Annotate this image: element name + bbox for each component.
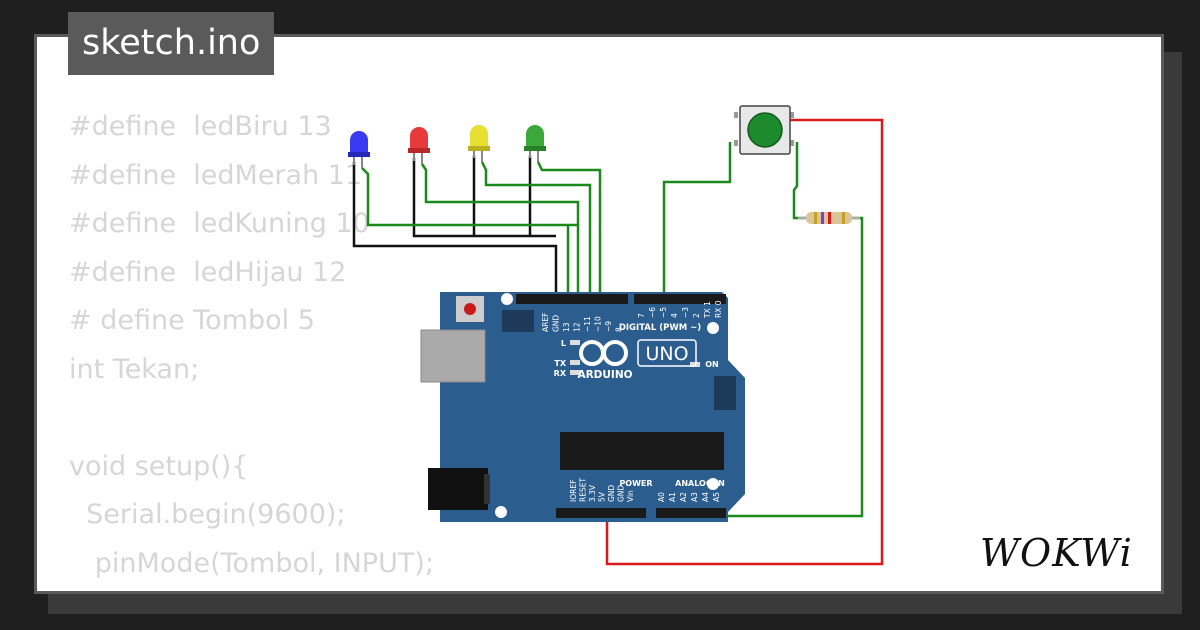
wire-button-resistor bbox=[792, 142, 810, 220]
power-jack bbox=[428, 468, 488, 510]
tx-label: TX bbox=[554, 359, 566, 368]
digital-label: DIGITAL (PWM ~) bbox=[619, 323, 701, 333]
code-line: #define ledBiru 13 bbox=[69, 111, 332, 142]
wire-red-anode bbox=[420, 163, 580, 225]
pin-label: 7 bbox=[637, 313, 646, 318]
code-line: # define Tombol 5 bbox=[69, 305, 315, 336]
pin-label: ~5 bbox=[659, 307, 668, 318]
pin-label: 4 bbox=[670, 313, 679, 318]
wire-black-blue bbox=[352, 162, 558, 298]
wire-yellow-anode bbox=[480, 161, 592, 298]
rx-label: RX bbox=[554, 369, 567, 378]
push-button[interactable] bbox=[734, 105, 794, 155]
pin-label: A2 bbox=[679, 492, 688, 502]
pin-label: GND bbox=[607, 485, 616, 502]
pin-label: AREF bbox=[541, 313, 550, 332]
atmega-chip bbox=[560, 432, 724, 470]
pin-label: 8 bbox=[615, 327, 624, 332]
pin-label: A5 bbox=[712, 492, 721, 502]
board-labels: UNO ARDUINO DIGITAL (PWM ~) POWER ANALOG… bbox=[554, 323, 725, 488]
analog-label: ANALOG IN bbox=[675, 479, 725, 488]
code-preview: #define ledBiru 13 #define ledMerah 11 #de… bbox=[69, 103, 463, 591]
code-line: #define ledMerah 11 bbox=[69, 159, 363, 191]
pin-label: GND bbox=[552, 315, 561, 332]
wire-green-anode bbox=[536, 161, 602, 298]
pin-label: A1 bbox=[668, 492, 677, 502]
l-label: L bbox=[561, 339, 566, 348]
wokwi-logo-text: WOKWi bbox=[980, 531, 1133, 575]
pin-label: ~10 bbox=[594, 316, 603, 332]
pin-label: 5V bbox=[598, 491, 607, 502]
code-line: #define ledKuning 10 bbox=[69, 208, 370, 239]
board-name: UNO bbox=[645, 343, 688, 365]
arduino-logo bbox=[579, 340, 628, 366]
pin-label: 12 bbox=[573, 322, 582, 332]
wire-black-red bbox=[412, 158, 556, 238]
wire-blue-anode bbox=[361, 167, 580, 298]
analog-header bbox=[656, 508, 726, 518]
pin-label: ~3 bbox=[681, 307, 690, 318]
digital-header-left bbox=[516, 294, 628, 304]
code-line: pinMode(Tombol, INPUT); bbox=[69, 547, 434, 579]
pin-label: 13 bbox=[562, 322, 571, 332]
pin-label: 2 bbox=[692, 313, 701, 318]
pin-label: ~11 bbox=[583, 316, 592, 332]
arduino-uno[interactable] bbox=[420, 292, 745, 522]
code-line: int Tekan; bbox=[69, 353, 200, 385]
power-label: POWER bbox=[619, 479, 652, 488]
wire-5v-red bbox=[605, 118, 884, 566]
pin-label: GND bbox=[617, 485, 626, 502]
project-title[interactable]: sketch.ino bbox=[68, 12, 275, 75]
power-header bbox=[556, 508, 646, 518]
usb-port bbox=[420, 329, 486, 383]
pin-label: A3 bbox=[690, 492, 699, 502]
pin-label: ~9 bbox=[604, 321, 613, 332]
on-label: ON bbox=[705, 360, 719, 369]
pin-label: A4 bbox=[701, 492, 710, 502]
pin-label: ~6 bbox=[648, 307, 657, 318]
pin-label: RESET bbox=[579, 478, 588, 502]
code-line: void setup(){ bbox=[69, 450, 249, 482]
code-line: #define ledHijau 12 bbox=[69, 256, 347, 288]
led-yellow[interactable] bbox=[468, 125, 490, 162]
code-line: Serial.begin(9600); bbox=[69, 499, 346, 530]
pin-label: 3.3V bbox=[588, 484, 597, 502]
led-blue[interactable] bbox=[348, 131, 370, 168]
resistor[interactable] bbox=[798, 212, 860, 224]
wire-button-pin5 bbox=[662, 142, 732, 298]
pin-label: RX 0 bbox=[714, 300, 723, 318]
led-red[interactable] bbox=[408, 127, 430, 164]
led-green[interactable] bbox=[524, 125, 546, 162]
wokwi-logo[interactable]: WOKWi bbox=[976, 526, 1152, 578]
pin-label: TX 1 bbox=[703, 301, 712, 319]
pin-label: IOREF bbox=[569, 480, 578, 502]
pin-label: A0 bbox=[657, 492, 666, 502]
pin-label: Vin bbox=[626, 490, 635, 502]
board-brand: ARDUINO bbox=[577, 369, 632, 381]
digital-header-right bbox=[634, 294, 726, 304]
